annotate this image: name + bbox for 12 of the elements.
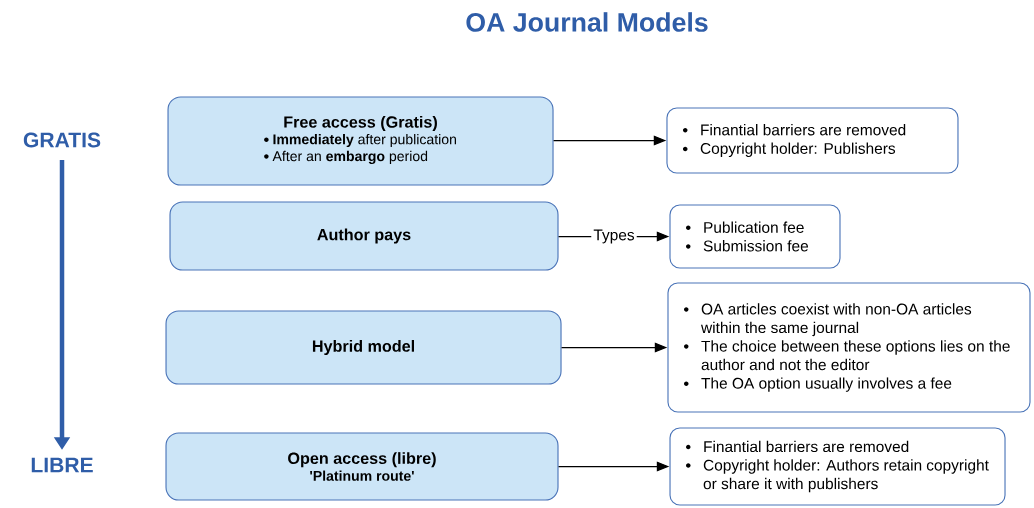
info-box: Finantial barriers are removed Copyright holder: Authors retain copyright or share it with publishers xyxy=(669,427,1006,506)
model-box: Open access (libre) 'Platinum route' xyxy=(165,432,559,501)
info-box: Publication fee Submission fee xyxy=(669,204,841,269)
model-box: Hybrid model xyxy=(165,310,562,385)
model-box: Free access (Gratis) Immediately after publication After an embargo period xyxy=(167,96,554,186)
scale-label: GRATIS xyxy=(23,132,101,148)
model-box: Author pays xyxy=(169,201,559,271)
edge-label: Types xyxy=(591,227,637,246)
info-box: OA articles coexist with non-OA articles within the same journal The choice between these options lies on the author and not the editor The OA option usually involves a fee xyxy=(667,282,1031,413)
info-box: Finantial barriers are removed Copyright holder: Publishers xyxy=(666,107,959,174)
scale-label: LIBRE xyxy=(31,457,93,473)
title: OA Journal Models xyxy=(466,12,708,32)
